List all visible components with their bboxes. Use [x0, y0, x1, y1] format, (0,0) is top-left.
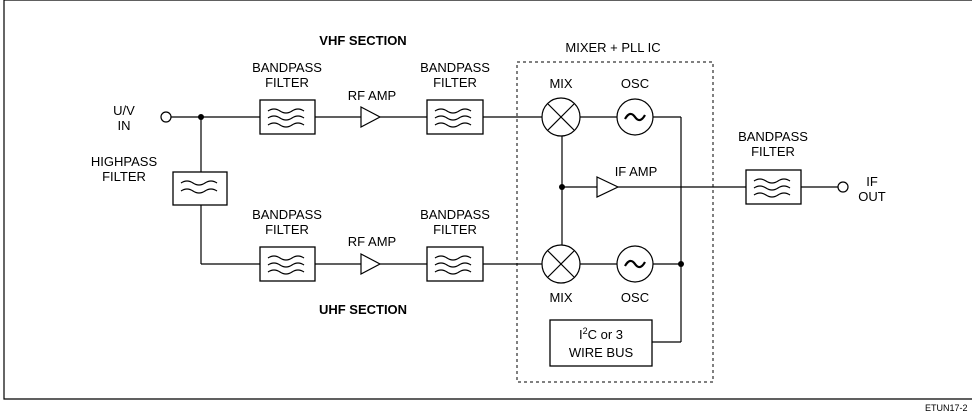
mixer-pll-title: MIXER + PLL IC [565, 40, 660, 55]
vhf-bpf2-label-line1: BANDPASS [420, 60, 490, 75]
uhf-oscillator-icon [616, 245, 654, 283]
uhf-osc-label: OSC [621, 290, 649, 305]
junction-dot [198, 114, 204, 120]
uhf-rf-amp-icon [360, 253, 382, 275]
vhf-section-title: VHF SECTION [319, 33, 406, 48]
input-terminal-icon [160, 111, 172, 123]
highpass-label-line1: HIGHPASS [91, 154, 158, 169]
uhf-mix-label: MIX [549, 290, 572, 305]
outer-frame [3, 0, 972, 400]
uhf-mixer-icon [541, 244, 581, 284]
input-label-line2: IN [118, 118, 131, 133]
uhf-bpf2-label-line1: BANDPASS [420, 207, 490, 222]
junction-dot [678, 261, 684, 267]
vhf-mix-label: MIX [549, 76, 572, 91]
vhf-bandpass-filter-1-icon [259, 99, 316, 135]
vhf-rf-amp-label: RF AMP [348, 88, 396, 103]
vhf-mixer-icon [541, 97, 581, 137]
vhf-bpf2-label-line2: FILTER [433, 75, 477, 90]
uhf-bandpass-filter-2-icon [426, 246, 484, 282]
wiring [171, 116, 838, 343]
bus-label-line2: WIRE BUS [569, 345, 634, 360]
vhf-osc-label: OSC [621, 76, 649, 91]
output-terminal-icon [837, 181, 849, 193]
uhf-bpf2-label-line2: FILTER [433, 222, 477, 237]
junction-dot [559, 184, 565, 190]
highpass-filter-icon [172, 171, 228, 206]
uhf-bpf1-label-line1: BANDPASS [252, 207, 322, 222]
out-bpf-label-line1: BANDPASS [738, 129, 808, 144]
uhf-section-title: UHF SECTION [319, 302, 407, 317]
input-label-line1: U/V [113, 103, 135, 118]
figure-id: ETUN17-2 [925, 403, 968, 413]
vhf-bandpass-filter-2-icon [426, 99, 484, 135]
if-amp-label: IF AMP [615, 164, 658, 179]
output-label-line1: IF [866, 174, 878, 189]
uhf-bandpass-filter-1-icon [259, 246, 316, 282]
uhf-bpf1-label-line2: FILTER [265, 222, 309, 237]
bus-label-line1: I2C or 3 [579, 326, 623, 342]
out-bpf-label-line2: FILTER [751, 144, 795, 159]
output-bandpass-filter-icon [745, 169, 802, 205]
uhf-rf-amp-label: RF AMP [348, 234, 396, 249]
vhf-bpf1-label-line1: BANDPASS [252, 60, 322, 75]
mixer-pll-ic-boundary [516, 61, 714, 383]
if-amp-icon [596, 176, 620, 198]
output-label-line2: OUT [858, 189, 886, 204]
vhf-rf-amp-icon [360, 106, 382, 128]
vhf-oscillator-icon [616, 98, 654, 136]
vhf-bpf1-label-line2: FILTER [265, 75, 309, 90]
bus-interface-box [549, 319, 653, 367]
highpass-label-line2: FILTER [102, 169, 146, 184]
